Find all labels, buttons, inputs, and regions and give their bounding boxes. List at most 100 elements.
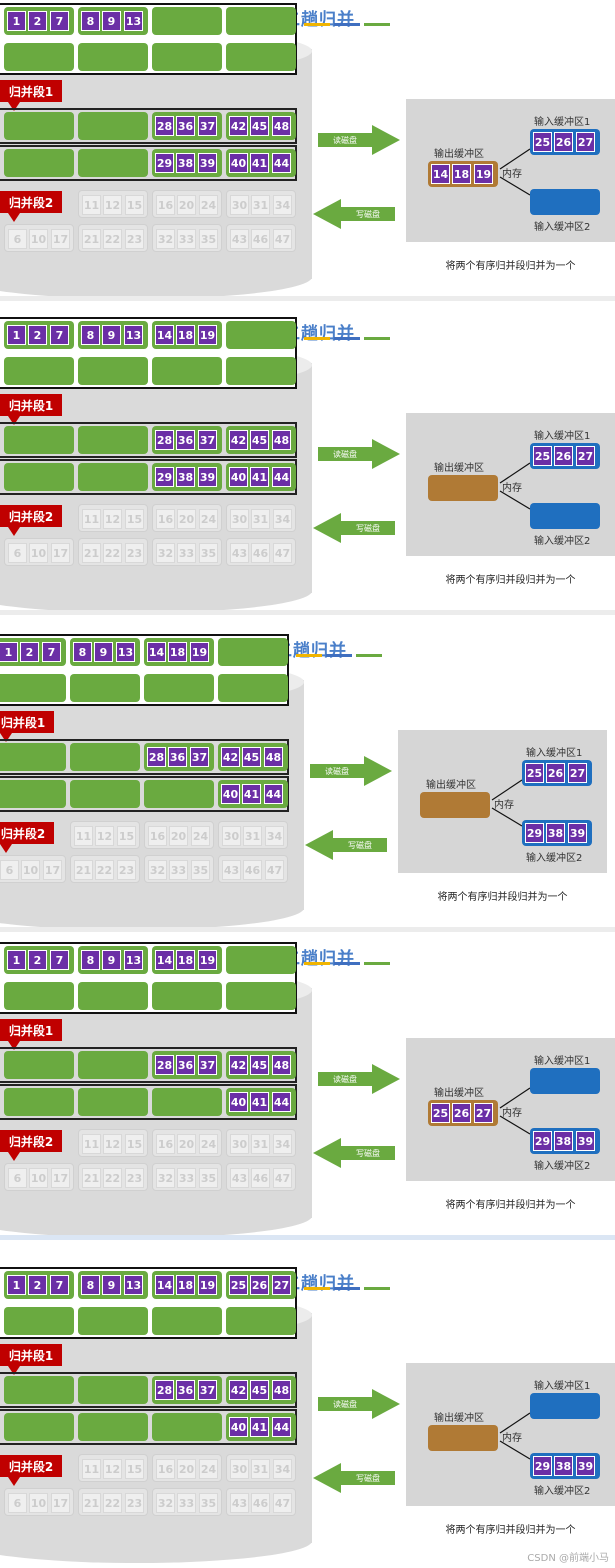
record-cell: 46 bbox=[251, 229, 270, 249]
empty-output-block bbox=[78, 1307, 148, 1335]
record-cell: 44 bbox=[264, 784, 283, 804]
record-cell: 45 bbox=[250, 1380, 269, 1400]
record-cell: 13 bbox=[124, 1275, 143, 1295]
pointer-line bbox=[499, 1087, 531, 1109]
record-cell: 41 bbox=[250, 153, 269, 173]
buffer-pointer-lines bbox=[491, 779, 523, 827]
write-disk-arrow: 写磁盘 bbox=[305, 830, 387, 860]
pointer-line bbox=[499, 490, 531, 510]
merge-run-row bbox=[0, 459, 297, 495]
record-cell: 40 bbox=[229, 1092, 248, 1112]
record-cell: 31 bbox=[243, 826, 262, 846]
record-cell: 29 bbox=[155, 153, 174, 173]
record-cell: 42 bbox=[229, 430, 248, 450]
record-cell: 21 bbox=[82, 1168, 101, 1188]
record-cell: 48 bbox=[264, 747, 283, 767]
pointer-line bbox=[499, 1412, 531, 1434]
record-cell: 18 bbox=[452, 164, 471, 184]
record-cell: 39 bbox=[576, 1131, 595, 1151]
record-cell: 15 bbox=[125, 509, 144, 529]
read-disk-label: 读磁盘 bbox=[318, 447, 372, 461]
empty-output-block bbox=[70, 674, 140, 702]
record-cell: 28 bbox=[155, 1380, 174, 1400]
record-cell: 19 bbox=[198, 1275, 217, 1295]
record-cell: 23 bbox=[125, 229, 144, 249]
record-cell: 1 bbox=[7, 1275, 26, 1295]
record-cell: 37 bbox=[198, 1055, 217, 1075]
disk-block bbox=[4, 1088, 74, 1116]
record-cell: 38 bbox=[554, 1456, 573, 1476]
record-cell: 35 bbox=[191, 860, 210, 880]
empty-output-block bbox=[152, 43, 222, 71]
record-cell: 41 bbox=[250, 467, 269, 487]
segment-2-tag: 归并段2 bbox=[0, 1130, 62, 1161]
title-decoration-line bbox=[334, 23, 360, 26]
record-cell: 45 bbox=[242, 747, 261, 767]
record-cell: 27 bbox=[576, 446, 595, 466]
record-cell: 17 bbox=[43, 860, 62, 880]
record-cell: 16 bbox=[156, 509, 175, 529]
segment-2-tag: 归并段2 bbox=[0, 505, 62, 536]
record-cell: 39 bbox=[198, 153, 217, 173]
record-cell: 35 bbox=[199, 543, 218, 563]
merge-run-row bbox=[0, 1409, 297, 1445]
record-cell: 16 bbox=[156, 195, 175, 215]
record-cell: 12 bbox=[103, 195, 122, 215]
empty-output-block bbox=[152, 357, 222, 385]
output-buffer bbox=[428, 1425, 498, 1451]
record-cell: 21 bbox=[82, 229, 101, 249]
record-cell: 30 bbox=[230, 195, 249, 215]
record-cell: 33 bbox=[177, 229, 196, 249]
output-buffer-label: 输出缓冲区 bbox=[434, 1413, 484, 1424]
disk-block bbox=[78, 463, 148, 491]
disk-block bbox=[78, 112, 148, 140]
arrow-head bbox=[305, 830, 333, 860]
record-cell: 14 bbox=[155, 325, 174, 345]
record-cell: 25 bbox=[525, 763, 544, 783]
record-cell: 44 bbox=[272, 153, 291, 173]
buffer-pointer-lines bbox=[499, 1412, 531, 1460]
record-cell: 34 bbox=[265, 826, 284, 846]
merge-caption: 将两个有序归并段归并为一个 bbox=[445, 1525, 576, 1536]
input-buffer-2-label: 输入缓冲区2 bbox=[534, 222, 591, 233]
read-disk-label: 读磁盘 bbox=[318, 1397, 372, 1411]
input-buffer-2 bbox=[530, 189, 600, 215]
record-cell: 21 bbox=[82, 1493, 101, 1513]
record-cell: 2 bbox=[28, 325, 47, 345]
disk-cylinder-bottom bbox=[0, 886, 304, 930]
record-cell: 2 bbox=[28, 11, 47, 31]
write-disk-arrow: 写磁盘 bbox=[313, 1463, 395, 1493]
empty-output-block bbox=[226, 357, 296, 385]
record-cell: 24 bbox=[199, 195, 218, 215]
merge-run-row bbox=[0, 1047, 297, 1083]
record-cell: 12 bbox=[103, 1459, 122, 1479]
record-cell: 30 bbox=[230, 1459, 249, 1479]
record-cell: 25 bbox=[229, 1275, 248, 1295]
record-cell: 6 bbox=[8, 543, 27, 563]
record-cell: 33 bbox=[169, 860, 188, 880]
record-cell: 37 bbox=[198, 430, 217, 450]
arrow-head bbox=[313, 1463, 341, 1493]
input-buffer-2-label: 输入缓冲区2 bbox=[534, 536, 591, 547]
record-cell: 23 bbox=[125, 1168, 144, 1188]
